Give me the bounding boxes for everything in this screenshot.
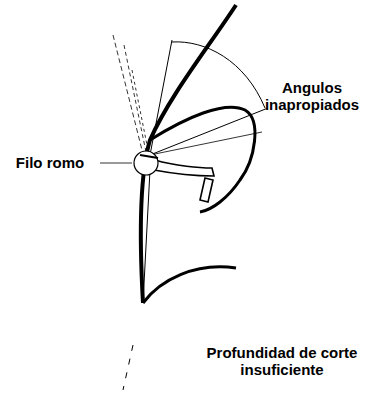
defect-label: Profundidad de corte insuficiente (192, 344, 372, 378)
defect-label: Filo romo (2, 154, 98, 171)
defect-label: Angulos inapropiados (262, 79, 362, 113)
